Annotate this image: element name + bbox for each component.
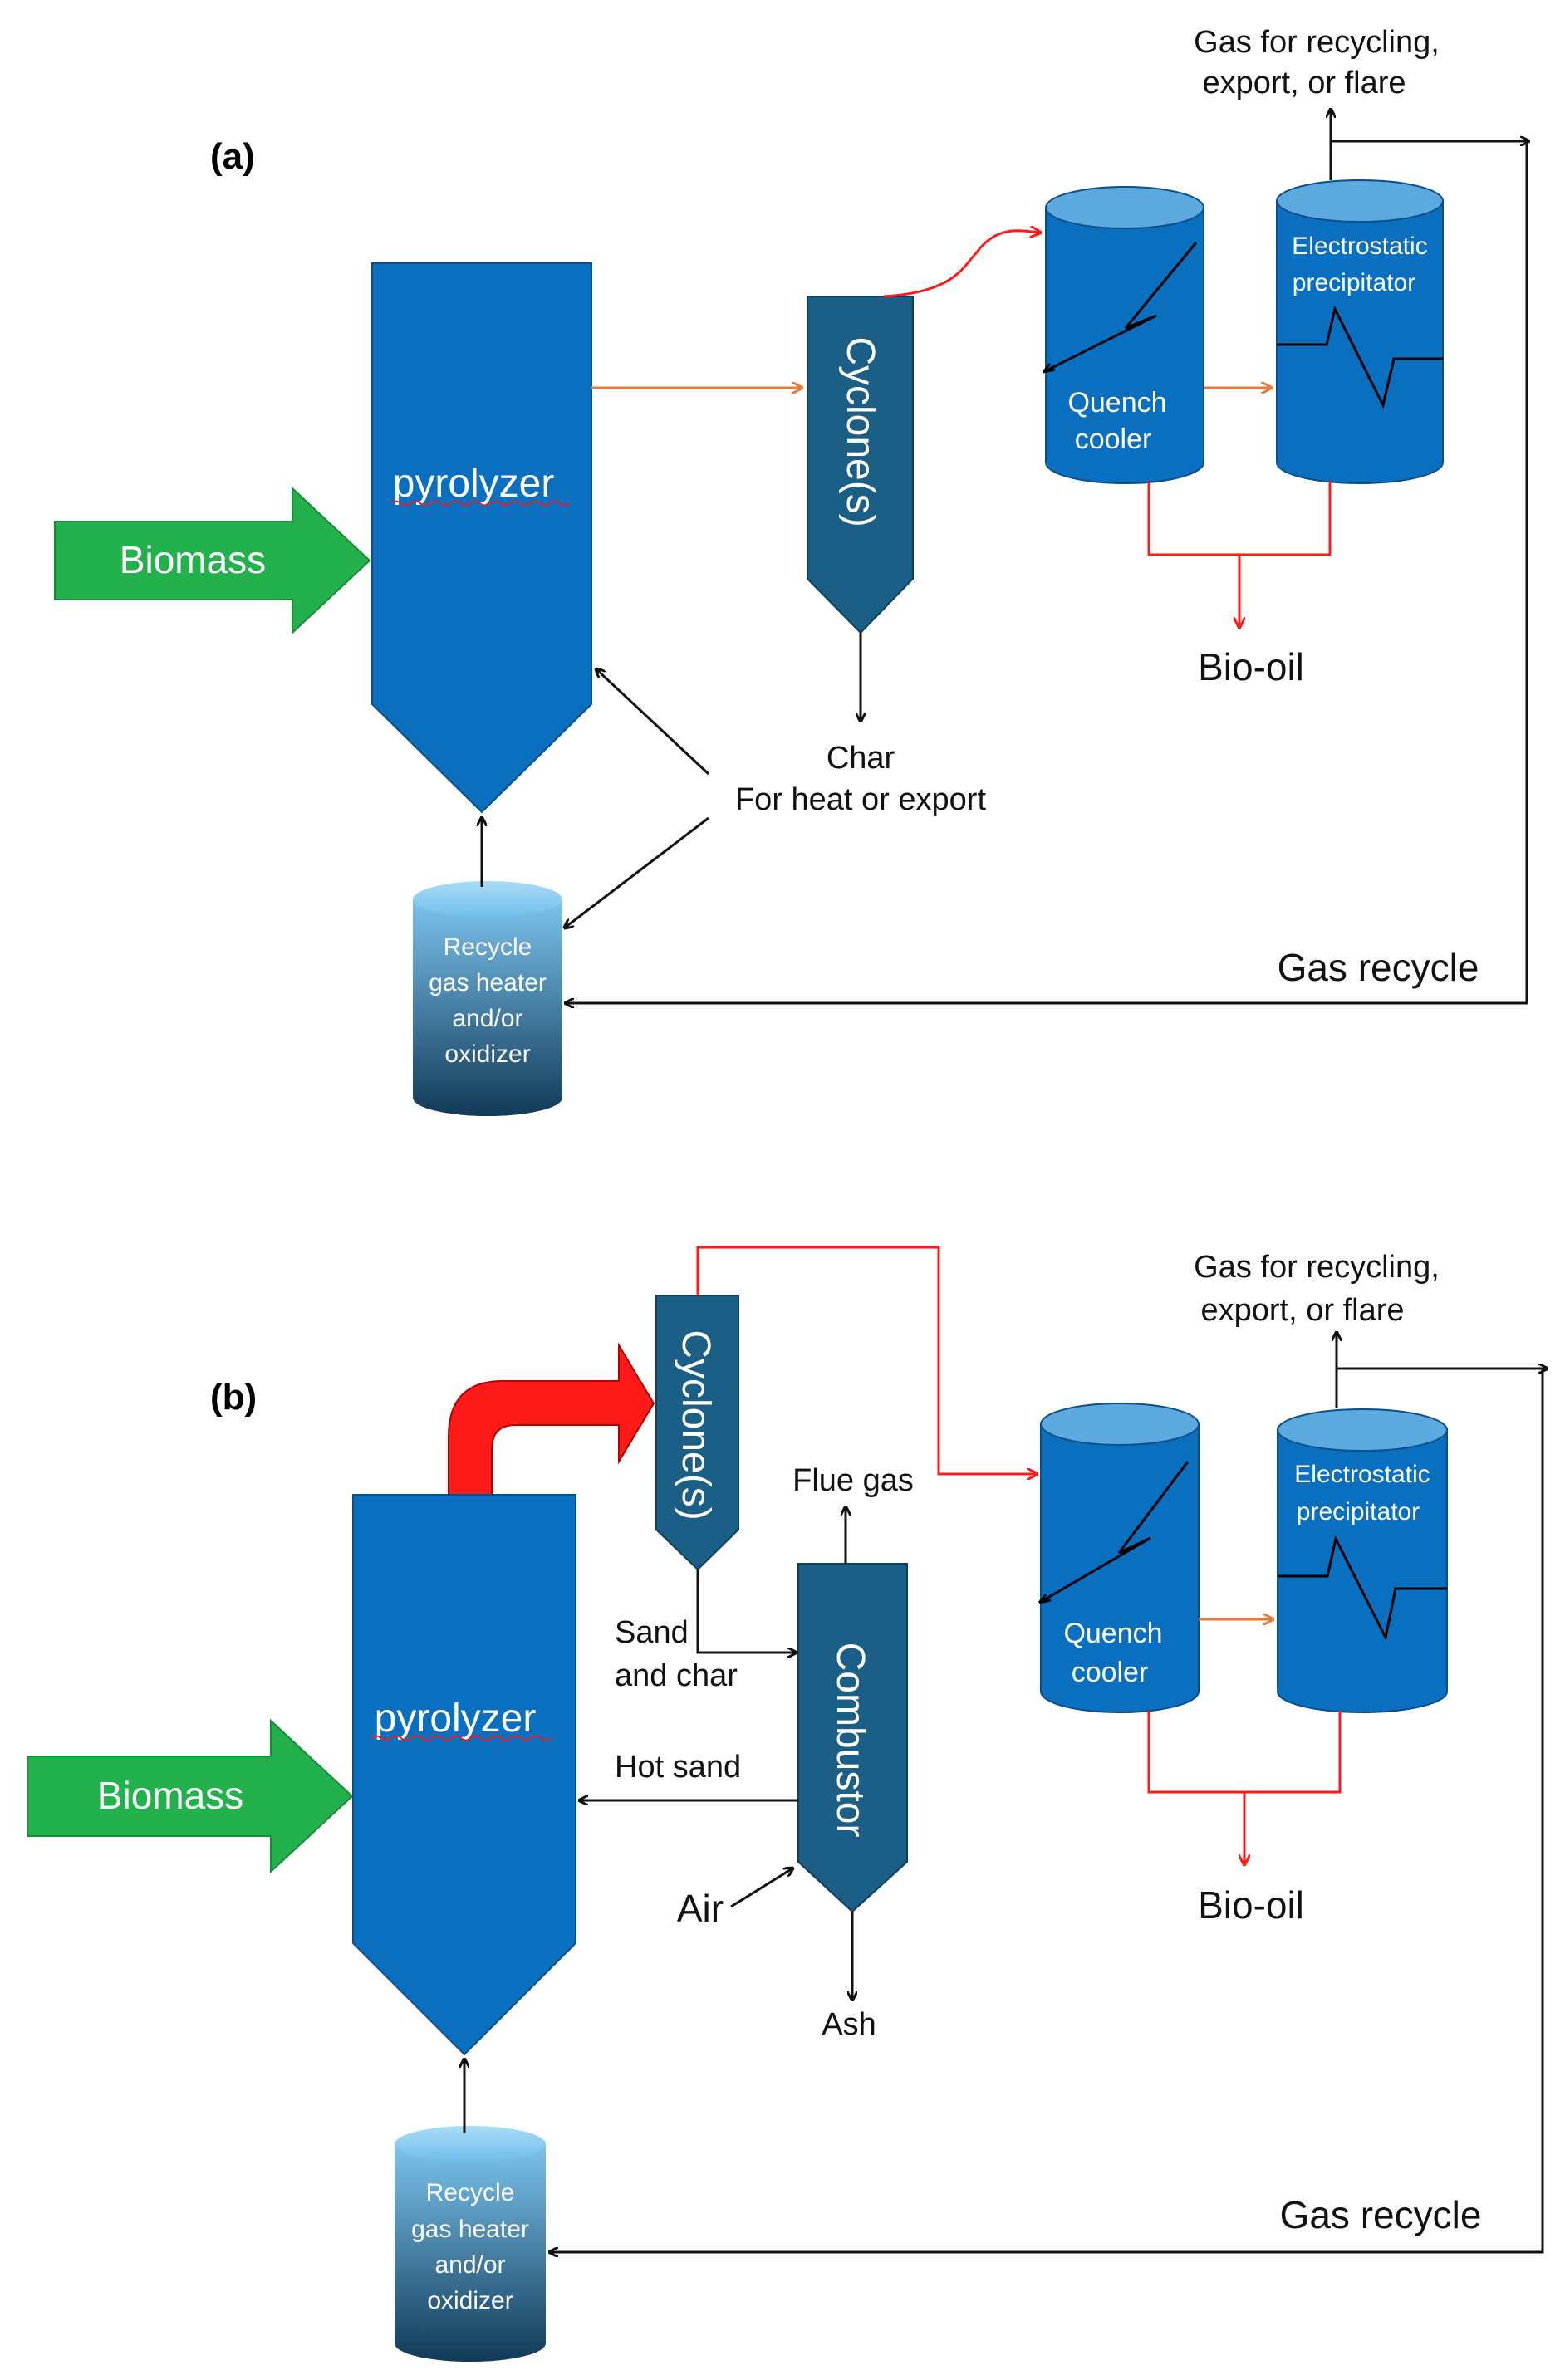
oil-collector-a <box>1147 482 1332 556</box>
pyrolyzer-b: pyrolyzer <box>352 1494 576 2056</box>
flow-cyclone-to-quench-b <box>696 1246 1037 1474</box>
bio-oil-label-b: Bio-oil <box>1198 1883 1304 1927</box>
electrostatic-precipitator-b: Electrostatic precipitator <box>1277 1408 1448 1713</box>
heater-label-b-3: and/or <box>434 2251 505 2279</box>
gas-recycle-label-a: Gas recycle <box>1278 946 1479 989</box>
pyrolyzer-label-b: pyrolyzer <box>375 1697 537 1741</box>
recycle-gas-heater-b: Recycle gas heater and/or oxidizer <box>395 2126 546 2362</box>
flue-gas-label-b: Flue gas <box>792 1463 914 1498</box>
biomass-arrow-a: Biomass <box>54 486 371 635</box>
flow-sand-char-to-combustor-b <box>696 1570 796 1653</box>
char-label-a-2: For heat or export <box>735 782 986 817</box>
esp-label-b-2: precipitator <box>1297 1498 1420 1525</box>
char-label-a-1: Char <box>827 741 895 776</box>
quench-label-a-2: cooler <box>1075 424 1152 455</box>
heater-label-a-3: and/or <box>452 1005 522 1032</box>
quench-cooler-b: Quench cooler <box>1038 1403 1200 1713</box>
panel-b: (b) Biomass pyrolyzer Cyclone(s) Combust… <box>27 1246 1547 2362</box>
gas-out-label-a-1: Gas for recycling, <box>1194 25 1440 60</box>
quench-label-b-2: cooler <box>1072 1657 1149 1688</box>
quench-label-a-1: Quench <box>1067 387 1166 419</box>
panel-b-label: (b) <box>210 1377 257 1418</box>
bio-oil-label-a: Bio-oil <box>1198 645 1304 688</box>
cyclone-label-b: Cyclone(s) <box>674 1330 718 1520</box>
flow-char-to-pyrolyzer-a <box>596 669 710 776</box>
sand-char-label-b-2: and char <box>615 1658 738 1693</box>
quench-cooler-a: Quench cooler <box>1042 186 1204 484</box>
heater-label-b-4: oxidizer <box>427 2287 513 2314</box>
quench-squiggle-a <box>1043 242 1198 374</box>
esp-label-a-2: precipitator <box>1293 269 1415 296</box>
pyrolyzer-a: pyrolyzer <box>371 262 592 814</box>
esp-squiggle-a <box>1277 305 1443 409</box>
air-label-b: Air <box>677 1887 724 1930</box>
panel-a: (a) Biomass pyrolyzer Cyclone(s) Quench … <box>54 25 1528 1116</box>
combustor-b: Combustor <box>797 1563 908 1913</box>
ash-label-b: Ash <box>822 2007 876 2042</box>
cyclone-a: Cyclone(s) <box>807 296 914 634</box>
flow-gas-recycle-b <box>550 1367 1544 2252</box>
electrostatic-precipitator-a: Electrostatic precipitator <box>1276 179 1444 484</box>
hot-vapor-arrow-b <box>448 1342 655 1496</box>
combustor-label-b: Combustor <box>828 1643 872 1838</box>
sand-char-label-b-1: Sand <box>615 1615 689 1650</box>
gas-out-label-a-2: export, or flare <box>1203 66 1406 100</box>
recycle-gas-heater-a: Recycle gas heater and/or oxidizer <box>413 881 562 1116</box>
pyrolyzer-label-a: pyrolyzer <box>393 462 555 506</box>
quench-squiggle-b <box>1038 1461 1190 1604</box>
flow-air-b <box>730 1868 792 1908</box>
biomass-label-b: Biomass <box>97 1774 243 1817</box>
esp-squiggle-b <box>1278 1535 1447 1642</box>
flow-cyclone-to-quench-a <box>883 231 1040 298</box>
oil-collector-b <box>1147 1711 1342 1794</box>
biomass-arrow-b: Biomass <box>27 1718 354 1874</box>
esp-label-b-1: Electrostatic <box>1294 1461 1430 1488</box>
flow-gas-recycle-a <box>566 140 1528 1003</box>
gas-out-label-b-1: Gas for recycling, <box>1194 1250 1440 1285</box>
heater-label-a-2: gas heater <box>429 969 547 997</box>
heater-label-b-1: Recycle <box>426 2179 515 2206</box>
gas-recycle-label-b: Gas recycle <box>1280 2193 1482 2236</box>
heater-label-a-1: Recycle <box>444 933 532 961</box>
heater-label-b-2: gas heater <box>411 2216 529 2243</box>
biomass-label-a: Biomass <box>120 538 266 581</box>
cyclone-b: Cyclone(s) <box>655 1295 739 1571</box>
panel-a-label: (a) <box>210 136 255 177</box>
heater-label-a-4: oxidizer <box>444 1041 530 1068</box>
gas-out-label-b-2: export, or flare <box>1201 1293 1405 1328</box>
spellcheck-underline-b <box>370 1735 552 1741</box>
spellcheck-underline-a <box>390 500 571 507</box>
cyclone-label-a: Cyclone(s) <box>838 336 882 526</box>
quench-label-b-1: Quench <box>1063 1618 1162 1649</box>
flow-char-to-heater-a <box>565 816 709 928</box>
hot-sand-label-b: Hot sand <box>615 1750 741 1785</box>
esp-label-a-1: Electrostatic <box>1292 233 1427 260</box>
